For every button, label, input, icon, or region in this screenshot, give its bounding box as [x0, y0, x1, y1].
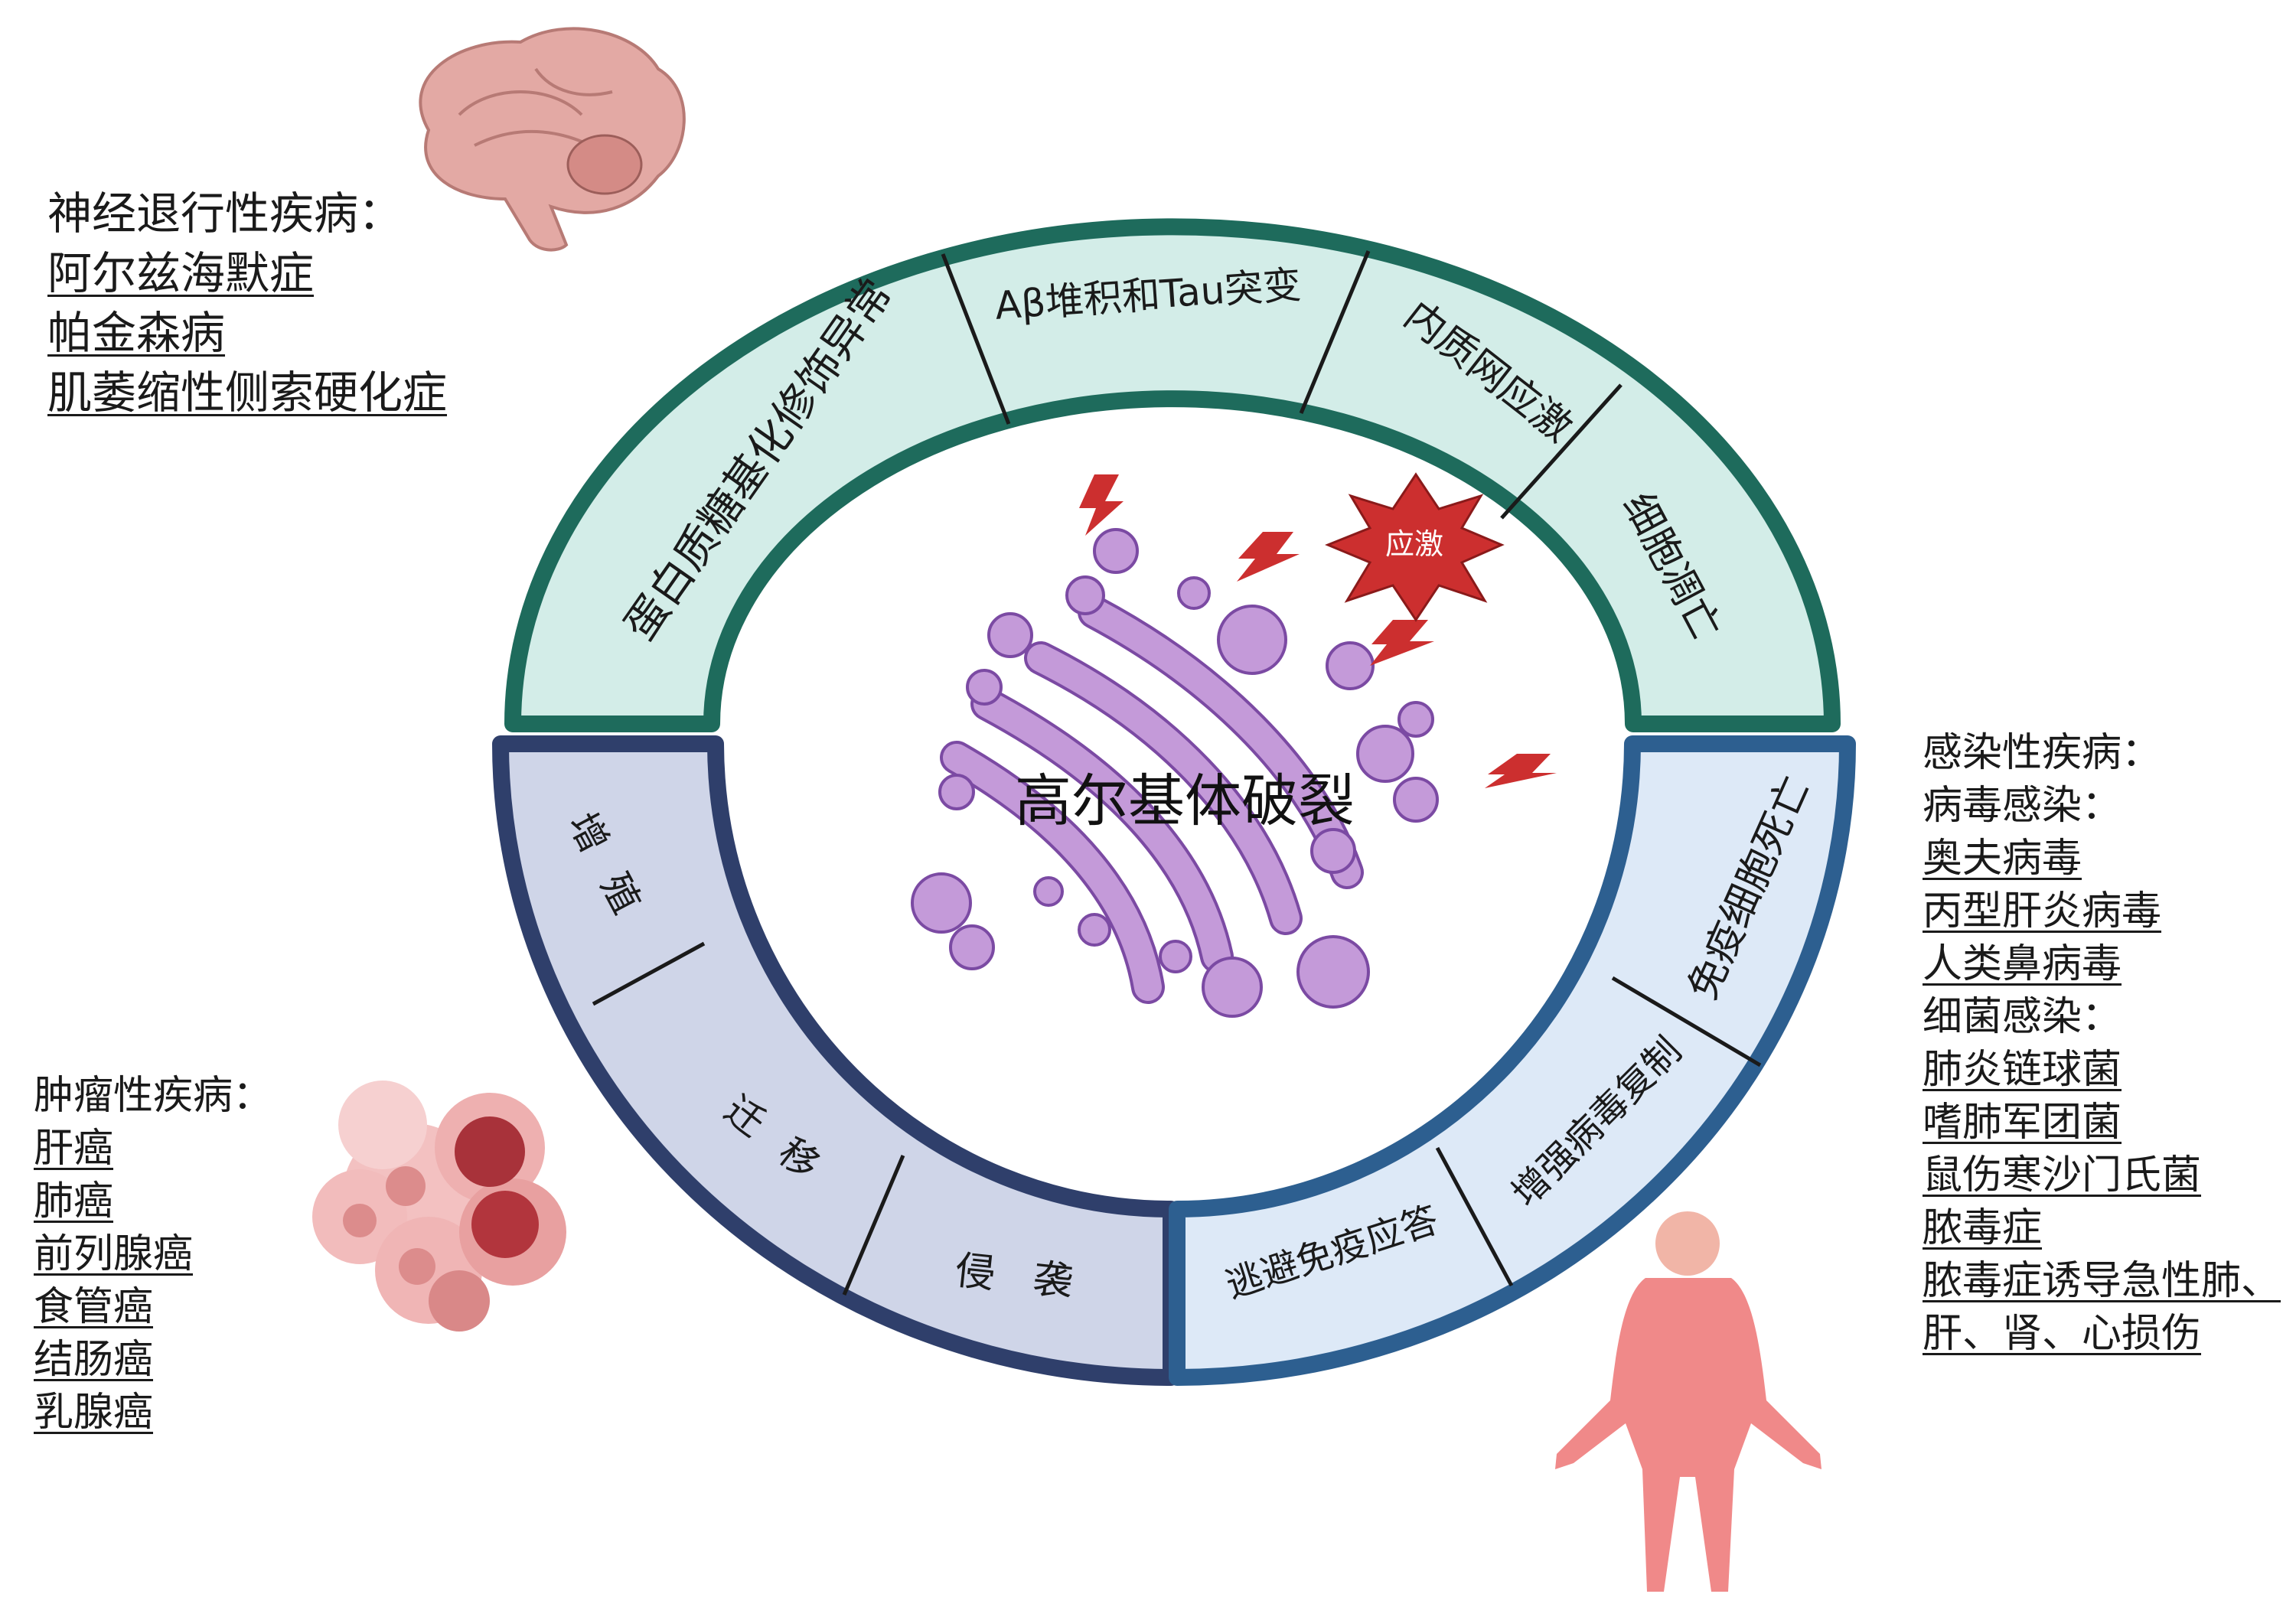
virus-item-orf[interactable]: 奥夫病毒	[1923, 836, 2082, 882]
human-body-icon	[1555, 1211, 1821, 1592]
tumor-item-lung[interactable]: 肺癌	[34, 1178, 114, 1224]
lightning-icon	[1370, 620, 1434, 666]
stress-burst-icon	[1325, 472, 1505, 622]
tumor-item-colon[interactable]: 结肠癌	[34, 1337, 154, 1383]
infectious-disease-panel: 感染性疾病： 病毒感染： 奥夫病毒 丙型肝炎病毒 人类鼻病毒 细菌感染： 肺炎链…	[1923, 727, 2281, 1361]
lightning-icon	[1079, 474, 1124, 536]
golgi-apparatus-illustration	[911, 528, 1439, 1018]
neuro-item-alzheimers[interactable]: 阿尔兹海默症	[47, 247, 315, 299]
left-ring-band	[492, 735, 1179, 1386]
tumor-heading: 肿瘤性疾病：	[34, 1073, 273, 1119]
bacteria-heading: 细菌感染：	[1923, 994, 2122, 1040]
tumor-item-esophageal[interactable]: 食管癌	[34, 1284, 154, 1330]
virus-heading: 病毒感染：	[1923, 783, 2122, 829]
neuro-item-parkinsons[interactable]: 帕金森病	[47, 307, 226, 359]
tumor-cells-icon	[312, 1081, 566, 1332]
bacteria-item-sepsis-organ-injury[interactable]: 脓毒症诱导急性肺、	[1923, 1258, 2281, 1304]
stress-label: 应激	[1385, 527, 1443, 561]
bacteria-item-salmonella[interactable]: 鼠伤寒沙门氏菌	[1923, 1152, 2202, 1198]
bacteria-item-organ-injury-cont[interactable]: 肝、肾、心损伤	[1923, 1311, 2202, 1357]
segment-dividers	[592, 250, 1762, 1296]
tumor-disease-panel: 肿瘤性疾病： 肝癌 肺癌 前列腺癌 食管癌 结肠癌 乳腺癌	[34, 1070, 272, 1439]
lightning-icons	[1079, 474, 1557, 788]
top-ring-band	[504, 218, 1841, 732]
bacteria-item-legionella[interactable]: 嗜肺军团菌	[1923, 1100, 2122, 1146]
virus-item-hcv[interactable]: 丙型肝炎病毒	[1923, 888, 2162, 934]
neuro-heading: 神经退行性疾病：	[47, 187, 403, 240]
lightning-icon	[1237, 532, 1300, 582]
bacteria-item-pneumococcus[interactable]: 肺炎链球菌	[1923, 1047, 2122, 1093]
tumor-item-liver[interactable]: 肝癌	[34, 1126, 114, 1172]
infection-heading: 感染性疾病：	[1923, 730, 2162, 776]
tumor-item-prostate[interactable]: 前列腺癌	[34, 1231, 194, 1277]
brain-icon	[419, 27, 686, 252]
tumor-item-breast[interactable]: 乳腺癌	[34, 1390, 154, 1436]
lightning-icon	[1485, 754, 1557, 788]
bacteria-item-sepsis[interactable]: 脓毒症	[1923, 1205, 2043, 1251]
neurodegenerative-panel: 神经退行性疾病： 阿尔兹海默症 帕金森病 肌萎缩性侧索硬化症	[47, 184, 447, 422]
virus-item-rhinovirus[interactable]: 人类鼻病毒	[1923, 941, 2122, 987]
neuro-item-als[interactable]: 肌萎缩性侧索硬化症	[47, 367, 448, 419]
center-title: 高尔基体破裂	[1015, 768, 1355, 834]
right-ring-band	[1169, 735, 1856, 1386]
